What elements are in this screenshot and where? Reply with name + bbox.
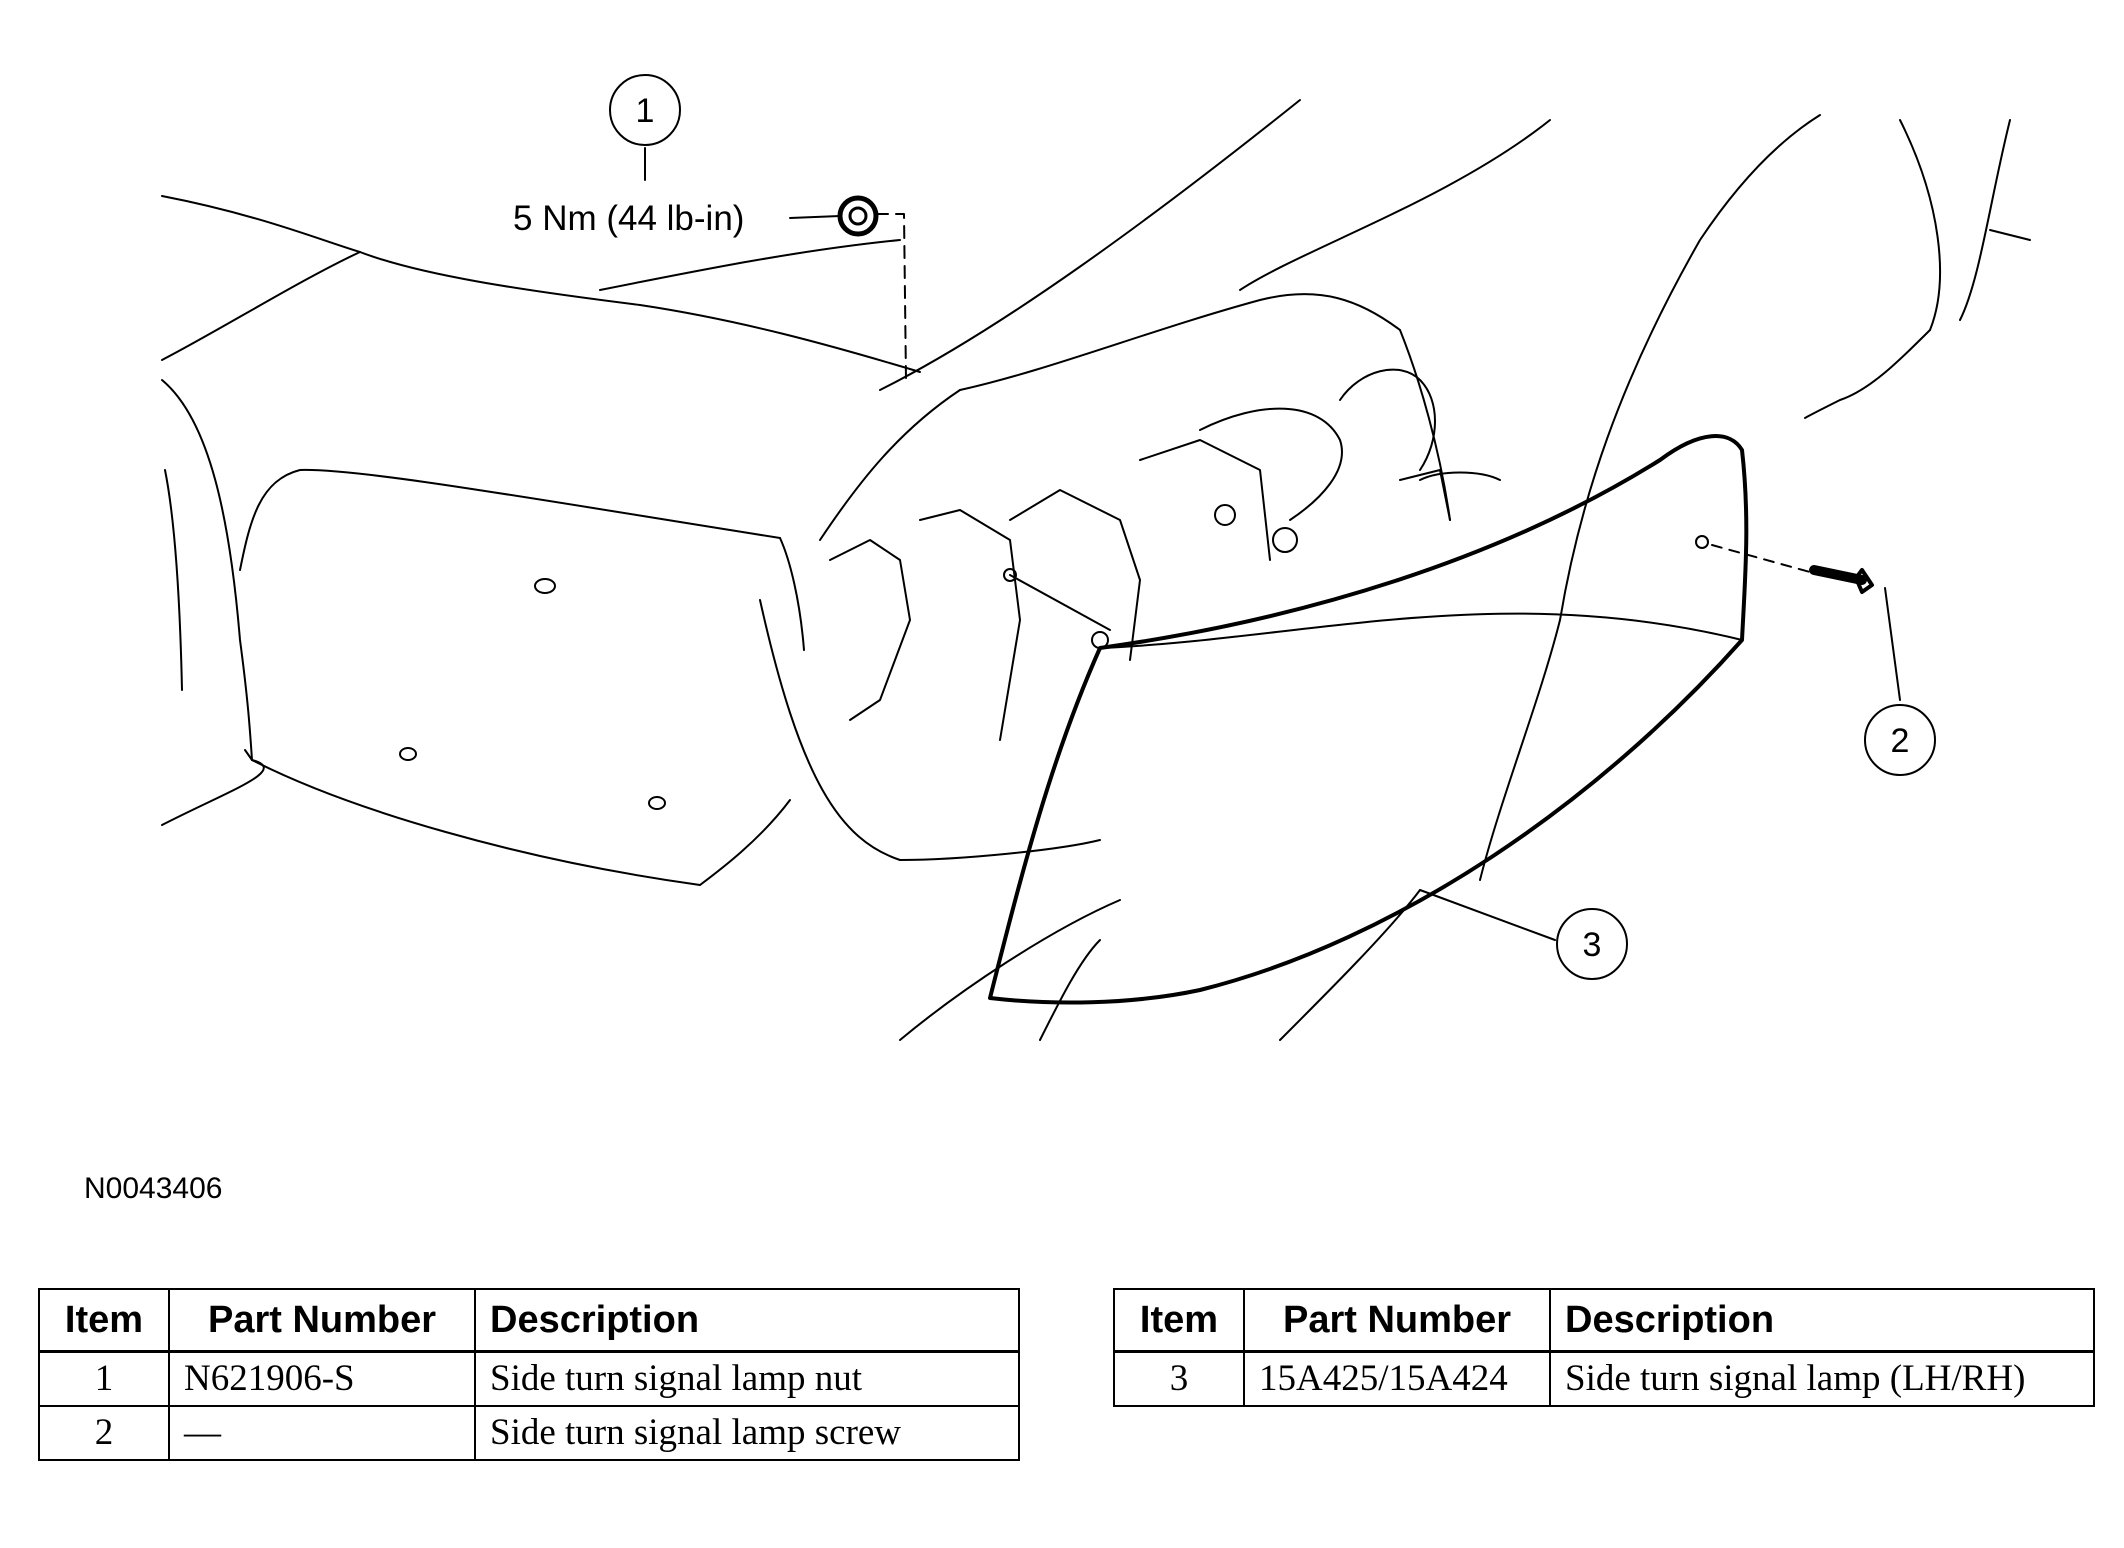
callout-1-label: 1 [636, 92, 655, 130]
header-part-number: Part Number [168, 1288, 476, 1353]
torque-spec-label: 5 Nm (44 lb-in) [513, 199, 744, 238]
lamp-housing-internals [829, 368, 1501, 741]
header-item: Item [38, 1288, 170, 1353]
cell-item: 3 [1113, 1350, 1245, 1407]
bumper-outline [161, 99, 2031, 1041]
table-row: 1 N621906-S Side turn signal lamp nut [38, 1350, 1020, 1407]
header-description: Description [474, 1288, 1020, 1353]
cell-description: Side turn signal lamp nut [474, 1350, 1020, 1407]
header-item: Item [1113, 1288, 1245, 1353]
callout-leaders [644, 147, 1901, 941]
table-header-row: Item Part Number Description [1113, 1288, 2095, 1353]
cell-description: Side turn signal lamp (LH/RH) [1549, 1350, 2095, 1407]
cell-part-number: N621906-S [168, 1350, 476, 1407]
lamp-nut-shape [789, 195, 907, 381]
table-header-row: Item Part Number Description [38, 1288, 1020, 1353]
cell-item: 1 [38, 1350, 170, 1407]
callout-2-label: 2 [1891, 722, 1910, 760]
bumper-studs [399, 578, 666, 810]
lamp-screw-shape [1711, 544, 1874, 594]
cell-part-number: — [168, 1405, 476, 1461]
figure-id: N0043406 [84, 1172, 223, 1205]
parts-table-left: Item Part Number Description 1 N621906-S… [38, 1288, 1020, 1461]
cell-item: 2 [38, 1405, 170, 1461]
callout-circles [609, 74, 1936, 980]
cell-part-number: 15A425/15A424 [1243, 1350, 1551, 1407]
side-turn-signal-lamp-shape [988, 434, 1749, 1005]
table-row: 2 — Side turn signal lamp screw [38, 1405, 1020, 1461]
parts-table-right: Item Part Number Description 3 15A425/15… [1113, 1288, 2095, 1407]
cell-description: Side turn signal lamp screw [474, 1405, 1020, 1461]
table-row: 3 15A425/15A424 Side turn signal lamp (L… [1113, 1350, 2095, 1407]
header-part-number: Part Number [1243, 1288, 1551, 1353]
header-description: Description [1549, 1288, 2095, 1353]
callout-3-label: 3 [1583, 926, 1602, 964]
